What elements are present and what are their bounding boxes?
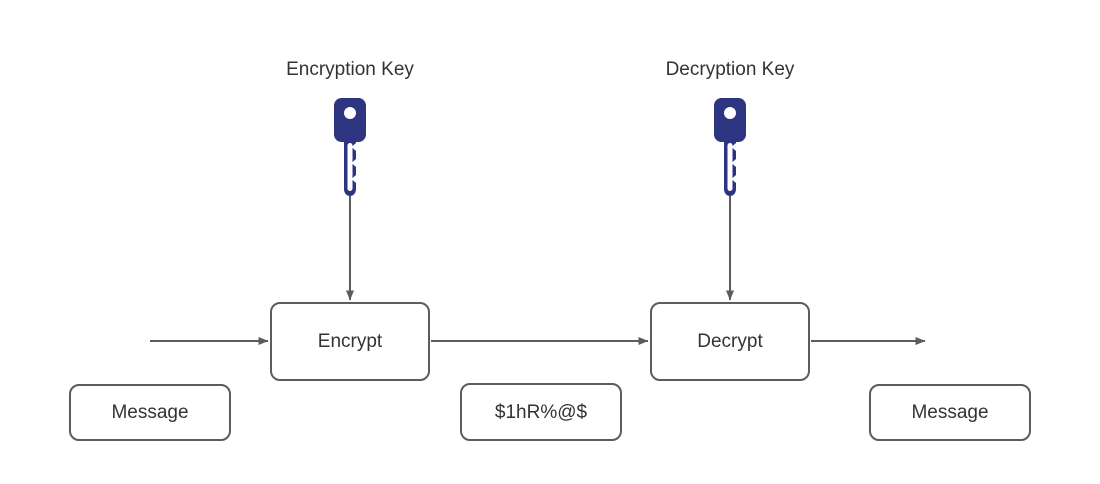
message-input-node[interactable]: Message: [69, 384, 231, 441]
message-output-node[interactable]: Message: [869, 384, 1031, 441]
decryption-key-label: Decryption Key: [665, 59, 795, 80]
encrypt-node[interactable]: Encrypt: [270, 302, 430, 381]
decryption-key-icon: [700, 95, 760, 199]
encryption-key-label: Encryption Key: [286, 59, 414, 80]
encryption-key-icon: [320, 95, 380, 199]
decrypt-node[interactable]: Decrypt: [650, 302, 810, 381]
ciphertext-node[interactable]: $1hR%@$: [460, 383, 622, 441]
